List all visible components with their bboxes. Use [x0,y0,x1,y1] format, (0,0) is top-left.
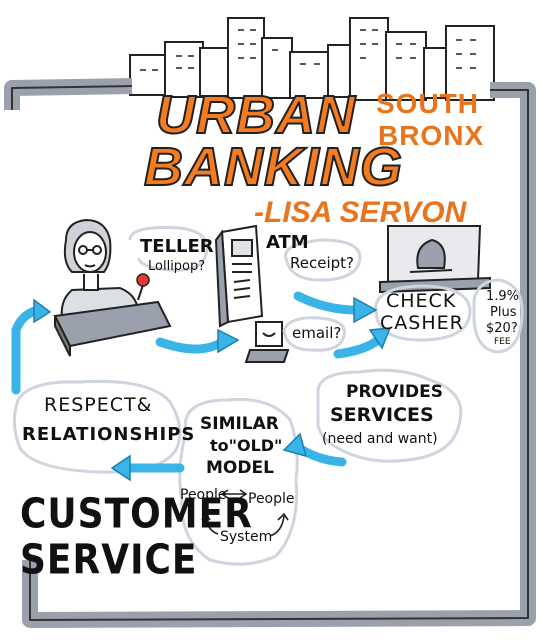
teller-desk [53,300,172,357]
service-label: SERVICE [20,536,198,584]
teller-label: TELLER [140,236,214,257]
check-label: CHECK [386,290,457,312]
receipt-label: Receipt? [290,254,354,272]
teller-person-icon [60,218,140,319]
people-system-arrows [201,489,289,537]
respect-bubble [13,379,182,474]
provides-services-bubble [316,368,463,463]
lollipop-label: Lollipop? [148,259,206,274]
email-label: email? [292,324,342,342]
author-name: -LISA SERVON [254,196,467,229]
atm-machine-icon [214,224,264,328]
fee-plus: Plus [490,305,517,320]
skyline-windows [140,29,476,71]
people-right-label: People [248,491,295,507]
customer-label: CUSTOMER [20,490,253,538]
similar-model-bubble [178,397,299,566]
fee-word: FEE [494,337,511,347]
relationships-label: RELATIONSHIPS [22,424,196,445]
services-label: SERVICES [330,404,434,426]
location-south: SOUTH [376,88,479,119]
laptop-icon [244,321,290,363]
fee-bubble [472,278,524,354]
check-casher-bubble [374,284,472,342]
receipt-bubble [284,238,362,282]
page-frame [4,78,536,628]
lollipop-icon [136,273,150,301]
to-old-label: to"OLD" [210,436,283,455]
respect-label: RESPECT& [44,394,153,416]
system-label: System [220,529,273,545]
casher-label: CASHER [380,312,464,334]
atm-label: ATM [266,232,309,253]
teller-bubble [128,226,209,272]
title-banking: BANKING [143,137,403,197]
people-left-label: People [180,487,227,503]
location-bronx: BRONX [378,120,485,151]
fee-amount: $20? [486,321,518,336]
city-skyline-icon [129,17,495,101]
title-urban: URBAN [155,85,356,145]
fee-percent: 1.9% [486,289,520,304]
check-casher-window-icon [379,225,491,294]
need-and-want-label: (need and want) [322,431,438,447]
arrow-heads [33,296,392,482]
provides-label: PROVIDES [346,382,443,402]
model-label: MODEL [206,458,274,478]
similar-label: SIMILAR [200,414,279,434]
email-bubble [282,316,346,352]
